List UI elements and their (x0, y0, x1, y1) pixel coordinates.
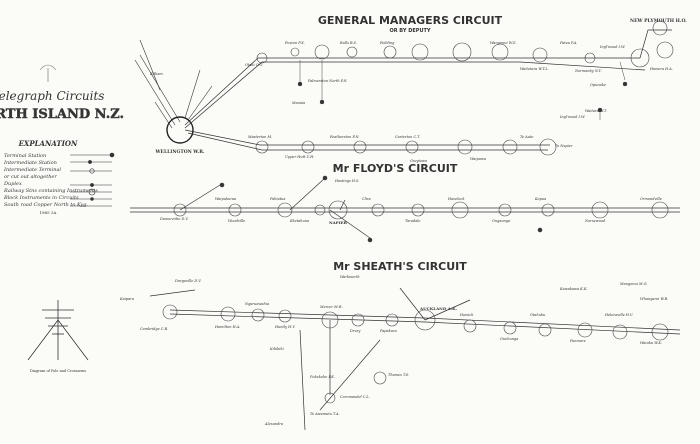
station-to-napier: To Napier (555, 144, 573, 148)
station-label: Manaia (291, 101, 305, 105)
floyd-circuit-title: Mr FLOYD'S CIRCUIT (333, 162, 458, 175)
station-label: Patea P.A. (559, 41, 577, 45)
station-label: Greytown (410, 159, 428, 163)
station-label: Kopua (534, 197, 546, 201)
legend-item: Block Instruments in Circuits (3, 195, 79, 201)
station-label: Alexandra (264, 422, 283, 426)
station-auckland: AUCKLAND A.K. (419, 306, 458, 311)
station-label: Eketahuna (289, 219, 309, 223)
station-label: Otahuhu (530, 313, 546, 317)
station-label: Ingl'wood I.W. (599, 45, 625, 49)
station-label: Clive (362, 197, 371, 201)
general-circuit-title: GENERAL MANAGERS CIRCUIT (318, 14, 503, 27)
station-label: Pukekohe P.K. (309, 375, 335, 379)
station-label: Masterton M. (247, 135, 272, 139)
station-label: Dargaville D.V. (174, 279, 201, 283)
station-label: Waipawa (470, 157, 486, 161)
station-label: Upper Hutt U.H. (285, 155, 314, 159)
station-label: Waitotara W.T.L. (520, 67, 549, 71)
station-label: Ingl'wood I.W. (559, 115, 585, 119)
station-label: Taradale (405, 219, 420, 223)
station-label: Woodville (228, 219, 245, 223)
station-label: Ongaonga (492, 219, 510, 223)
station-label: Waiuku W.K. (640, 341, 662, 345)
station-label: Norsewood (584, 219, 606, 223)
station-label: Dannevirke D.V. (159, 217, 188, 221)
station-label: Warkworth (340, 275, 360, 279)
sheath-circuit-title: Mr SHEATH'S CIRCUIT (333, 260, 467, 273)
mid-station-circles (255, 138, 557, 156)
general-station-circles (256, 20, 674, 68)
legend-heading: EXPLANATION (18, 139, 78, 148)
sheath-circuit-lines (149, 287, 681, 431)
map-title-line2: NORTH ISLAND N.Z. (0, 107, 124, 122)
station-label: Wanganui W.G. (490, 41, 517, 45)
legend-item: Duplex (3, 181, 22, 187)
station-label: Eltham (149, 72, 163, 76)
station-label: Havelock (447, 197, 465, 201)
general-circuit-subtitle: OR BY DEPUTY (389, 28, 430, 34)
station-label: Carterton C.T. (395, 135, 420, 139)
map-title-line1: Telegraph Circuits (0, 89, 104, 103)
station-label: Hawera H.A. (649, 67, 673, 71)
general-drops (297, 60, 628, 120)
station-label: Hamilton H.A. (214, 325, 240, 329)
wellington-hub[interactable] (166, 116, 194, 144)
floyd-station-circles (173, 175, 669, 243)
station-label: Onehunga (500, 337, 518, 341)
station-label: Thames T.S. (388, 373, 409, 377)
station-label: Papakura (379, 329, 397, 333)
station-label: Whangarei W.R. (640, 297, 668, 301)
station-label: Mangonui M.G. (619, 282, 648, 286)
legend-item: Intermediate Terminal (3, 167, 61, 173)
legend-item: Terminal Station (4, 153, 46, 159)
ornament-icon (39, 64, 57, 71)
station-label: Foxton F.X. (284, 41, 305, 45)
pole-caption: Diagram of Pole and Crossarms (30, 369, 86, 373)
station-label: Feilding (379, 41, 395, 45)
station-label: Waitara W.T. (585, 109, 607, 113)
station-label: Drury (349, 329, 361, 333)
station-label: Huntly H.Y. (274, 325, 295, 329)
legend-scale-note: 1885 3A (40, 210, 57, 215)
station-napier: NAPIER (329, 220, 348, 225)
station-label: Hastings H.S. (334, 179, 359, 183)
station-label: Ormondville (640, 197, 662, 201)
station-label: Opunake (590, 83, 606, 87)
station-new-plymouth: NEW PLYMOUTH H.O. (630, 18, 687, 24)
station-label: Kawakawa K.K. (559, 287, 588, 291)
station-label: Kihikihi (269, 347, 284, 351)
legend-item: Intermediate Station (3, 160, 57, 166)
station-label: Helensville H.V. (604, 313, 633, 317)
station-label: Te Aute (520, 135, 534, 139)
station-label: Palmerston North P.N. (307, 79, 348, 83)
station-label: Te Awamutu T.A. (310, 412, 340, 416)
station-wellington: WELLINGTON W.R. (154, 149, 204, 155)
station-label: Waipukurau (215, 197, 237, 201)
station-label: Panmure (569, 339, 586, 343)
station-label: Bulls B.S. (339, 41, 357, 45)
station-label: Kaipara (119, 297, 134, 301)
station-label: Howick (459, 313, 473, 317)
station-label: Cambridge C.B. (140, 327, 168, 331)
station-label: Pahiatua (269, 197, 286, 201)
station-label: Coromandel C.L. (340, 395, 370, 399)
telegraph-pole-icon (27, 300, 89, 361)
legend-item: Railway Stns containing Instruments (3, 188, 98, 194)
general-circuit-lines (184, 29, 672, 151)
sheath-station-circles (162, 304, 669, 404)
legend: EXPLANATION Terminal Station Intermediat… (3, 139, 115, 215)
station-label: Featherston F.N. (329, 135, 359, 139)
station-label: Mercer M.R. (319, 305, 343, 309)
floyd-circuit-lines (130, 177, 680, 239)
station-label: Otaki O.O. (245, 63, 263, 67)
station-label: Normanby N.Y. (574, 69, 602, 73)
station-label: Ngaruawahia (244, 302, 269, 306)
legend-item: or cut out altogether (4, 174, 57, 180)
legend-item: South road Copper North to Kyg. (4, 202, 88, 208)
